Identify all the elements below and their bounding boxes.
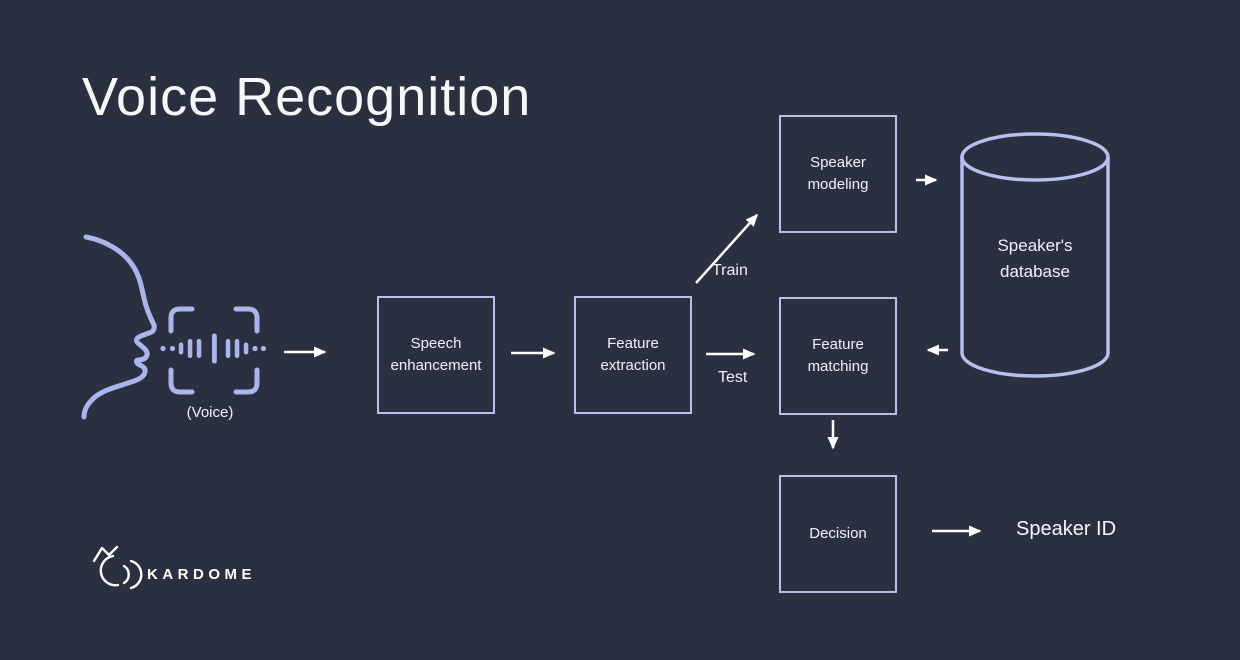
node-feature-matching: Feature matching bbox=[779, 297, 897, 415]
face-profile-icon bbox=[81, 234, 157, 420]
kardome-wordmark: KARDOME bbox=[147, 566, 256, 583]
node-feature-extraction: Feature extraction bbox=[574, 296, 692, 414]
node-label: Feature matching bbox=[807, 335, 869, 376]
node-speech-enhancement: Speech enhancement bbox=[377, 296, 495, 414]
edge-label-test: Test bbox=[718, 369, 748, 386]
node-decision: Decision bbox=[779, 475, 897, 593]
node-speakers-database-label: Speaker's database bbox=[997, 236, 1073, 282]
speaker-id-output-label: Speaker ID bbox=[1016, 518, 1117, 540]
edge-label-train: Train bbox=[712, 262, 748, 279]
kardome-logo-icon bbox=[92, 545, 143, 590]
voice-label: (Voice) bbox=[186, 404, 234, 421]
node-label: Decision bbox=[809, 524, 867, 542]
voice-waveform-icon bbox=[160, 306, 267, 395]
node-label: Speech enhancement bbox=[390, 334, 482, 375]
node-speaker-modeling: Speaker modeling bbox=[779, 115, 897, 233]
node-label: Feature extraction bbox=[600, 334, 666, 375]
node-label: Speaker modeling bbox=[807, 153, 869, 194]
page-title: Voice Recognition bbox=[82, 67, 532, 127]
